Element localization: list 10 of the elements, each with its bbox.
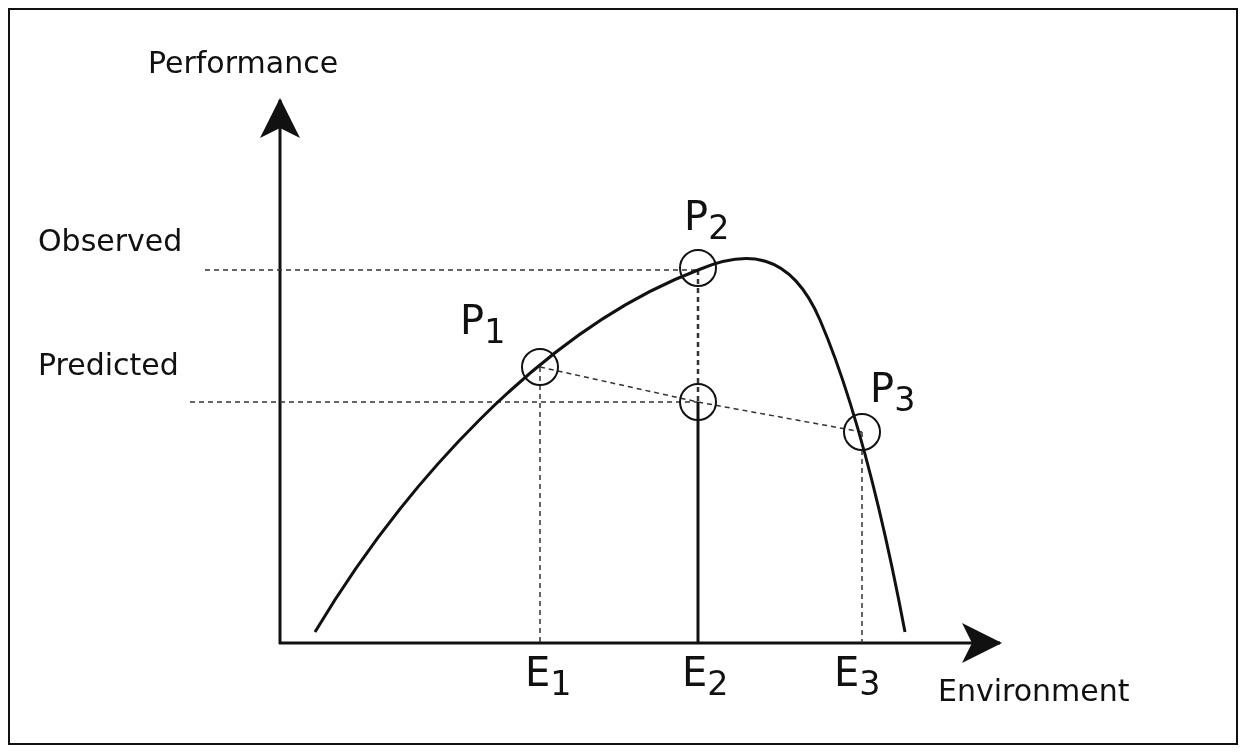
axis-label: Performance [148,48,339,78]
value-label: Observed [38,226,183,256]
axis-label: Environment [938,676,1130,706]
point-label: P$_{2}$ [684,196,730,245]
point-label: P$_{1}$ [460,300,506,349]
value-label: Predicted [38,350,179,380]
point-label: P$_{3}$ [870,368,916,417]
tick-label: E$_{3}$ [834,652,881,701]
tick-label: E$_{2}$ [682,652,729,701]
tick-label: E$_{1}$ [525,652,572,701]
